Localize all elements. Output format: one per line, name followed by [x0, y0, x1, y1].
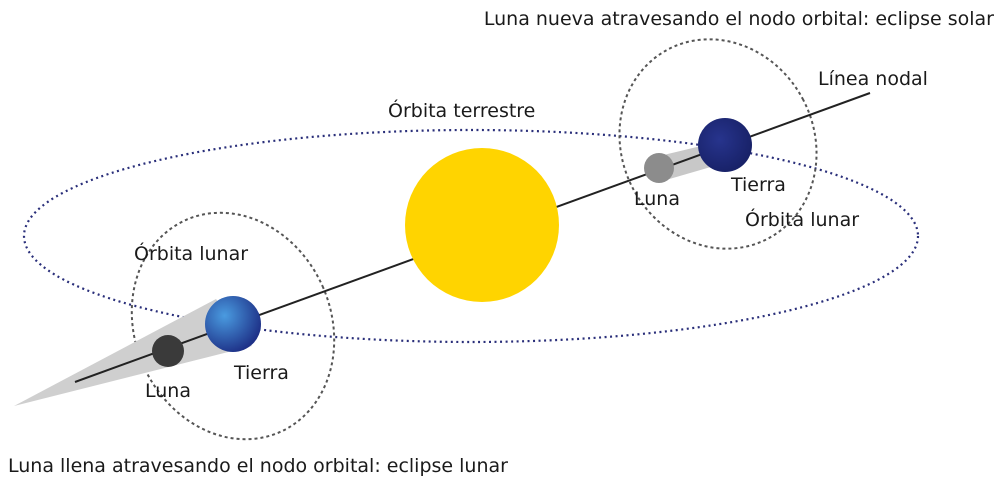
nodal-line-label: Línea nodal: [818, 68, 928, 90]
earth-orbit: [22, 128, 920, 344]
earth-right: [698, 118, 752, 172]
earth-left-label: Tierra: [233, 362, 289, 384]
moon-left: [152, 335, 184, 367]
bottom-caption: Luna llena atravesando el nodo orbital: …: [8, 455, 508, 477]
moon-right: [644, 153, 674, 183]
top-caption: Luna nueva atravesando el nodo orbital: …: [484, 8, 994, 30]
moon-left-label: Luna: [145, 380, 191, 402]
earth-left: [205, 296, 261, 352]
lunar-orbit-right: [618, 38, 818, 250]
lunar-orbit-right-label: Órbita lunar: [745, 207, 859, 231]
moon-right-label: Luna: [634, 188, 680, 210]
sun: [405, 148, 559, 302]
earth-orbit-label: Órbita terrestre: [388, 98, 535, 122]
earth-right-label: Tierra: [730, 174, 786, 196]
earth-shadow-cone: [14, 299, 252, 406]
lunar-orbit-left-label: Órbita lunar: [134, 241, 248, 265]
